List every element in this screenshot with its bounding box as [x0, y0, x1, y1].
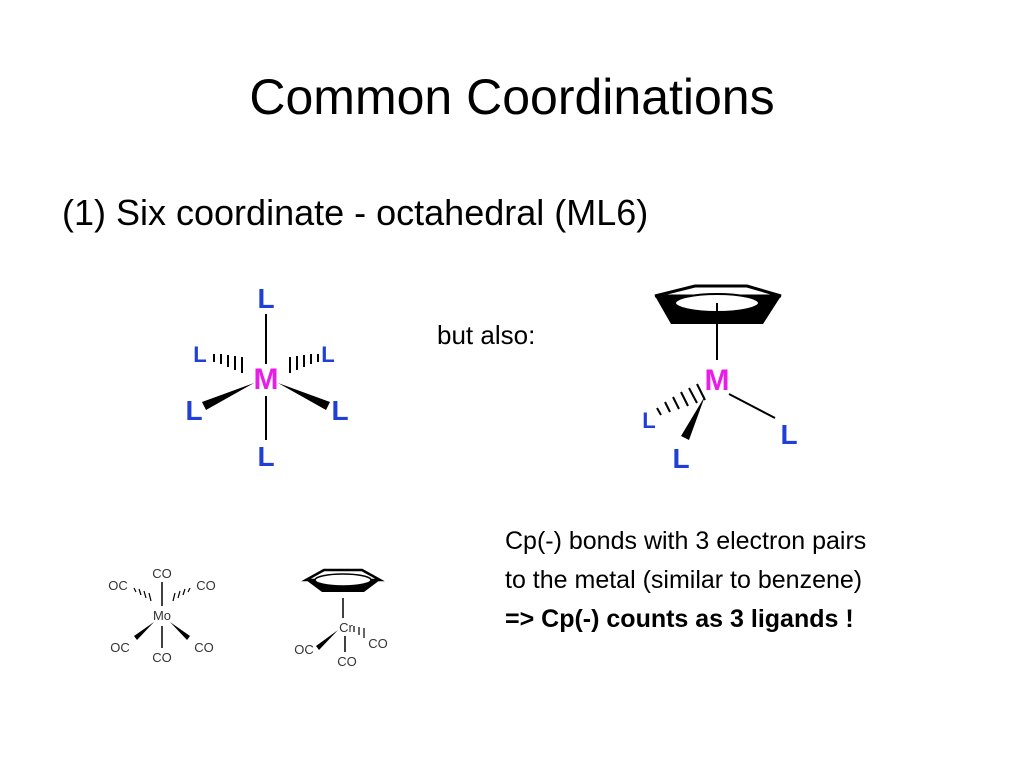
metal-center: Cr [339, 620, 353, 635]
ligand-lower-left: OC [110, 640, 130, 655]
ligand-top: CO [152, 566, 172, 581]
cp-note: Cp(-) bonds with 3 electron pairs to the… [505, 522, 975, 639]
bullet-point: (1) Six coordinate - octahedral (ML6) [62, 192, 649, 233]
ligand-left: OC [294, 642, 314, 657]
mo-carbonyl-structure: CO OC CO Mo OC CO CO [108, 566, 216, 665]
ligand-right: CO [368, 636, 388, 651]
metal-center: Mo [153, 608, 171, 623]
note-line-2: to the metal (similar to benzene) [505, 566, 863, 594]
ligand-left: L [642, 408, 655, 433]
ligand-top: L [257, 283, 274, 314]
wedge-bond [681, 396, 705, 440]
ligand-lower-left: L [185, 395, 202, 426]
wedge-lower-right [170, 622, 190, 640]
note-conclusion: => Cp(-) counts as 3 ligands ! [505, 605, 854, 633]
ligand-lower-right: CO [194, 640, 214, 655]
but-also-label: but also: [437, 320, 536, 350]
ligand-upper-left: L [193, 342, 206, 367]
ligand-upper-right: L [321, 342, 334, 367]
octahedral-structure: L L L M L L L [185, 283, 348, 472]
note-line-1: Cp(-) bonds with 3 electron pairs [505, 527, 867, 555]
wedge-left [316, 630, 338, 650]
metal-center: M [705, 364, 730, 397]
plain-bond [728, 393, 776, 419]
ligand-lower-right: L [331, 395, 348, 426]
ligand-bottom: CO [337, 654, 357, 669]
arene-aromatic-circle [314, 573, 372, 587]
wedge-lower-left [202, 383, 254, 410]
ligand-bottom: L [257, 441, 274, 472]
ligand-upper-left: OC [108, 578, 128, 593]
slide-title: Common Coordinations [249, 69, 775, 125]
ligand-upper-right: CO [196, 578, 216, 593]
wedge-lower-left [134, 622, 154, 640]
hash-bond [656, 407, 662, 416]
cp-complex-structure: M L L L [642, 284, 798, 474]
metal-center: M [254, 363, 279, 396]
ligand-bottom: L [672, 443, 689, 474]
wedge-lower-right [278, 383, 330, 410]
ligand-right: L [780, 419, 797, 450]
cr-arene-structure: Cr OC CO CO [294, 568, 388, 669]
ligand-bottom: CO [152, 650, 172, 665]
